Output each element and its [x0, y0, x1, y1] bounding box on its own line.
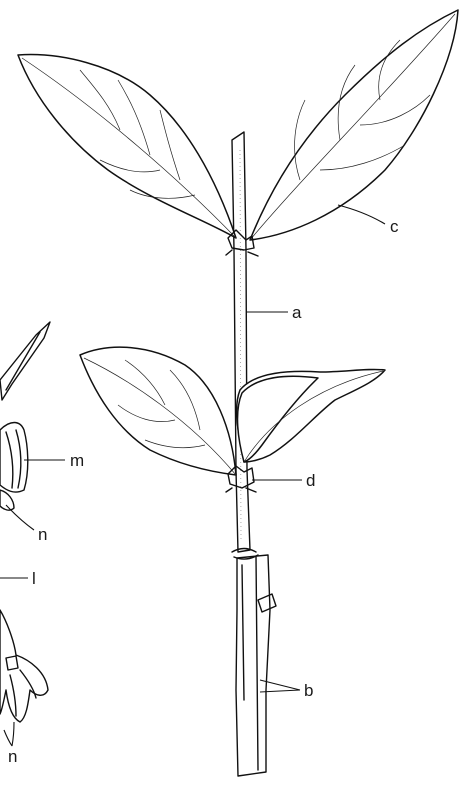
label-l: l: [32, 569, 36, 588]
leaf-middle-right: [237, 369, 385, 462]
label-n-upper: n: [38, 525, 47, 544]
rootstock-bark: [232, 549, 276, 777]
label-c: c: [390, 217, 399, 236]
leaf-upper-right: [250, 10, 458, 240]
label-m: m: [70, 451, 84, 470]
leaf-middle-left: [80, 347, 236, 475]
leaf-upper-left: [18, 55, 236, 238]
label-n-lower: n: [8, 747, 17, 766]
label-d: d: [306, 471, 315, 490]
left-partial-scion: [0, 322, 50, 722]
label-leaders: [0, 205, 385, 746]
label-b: b: [304, 681, 313, 700]
label-a: a: [292, 303, 302, 322]
